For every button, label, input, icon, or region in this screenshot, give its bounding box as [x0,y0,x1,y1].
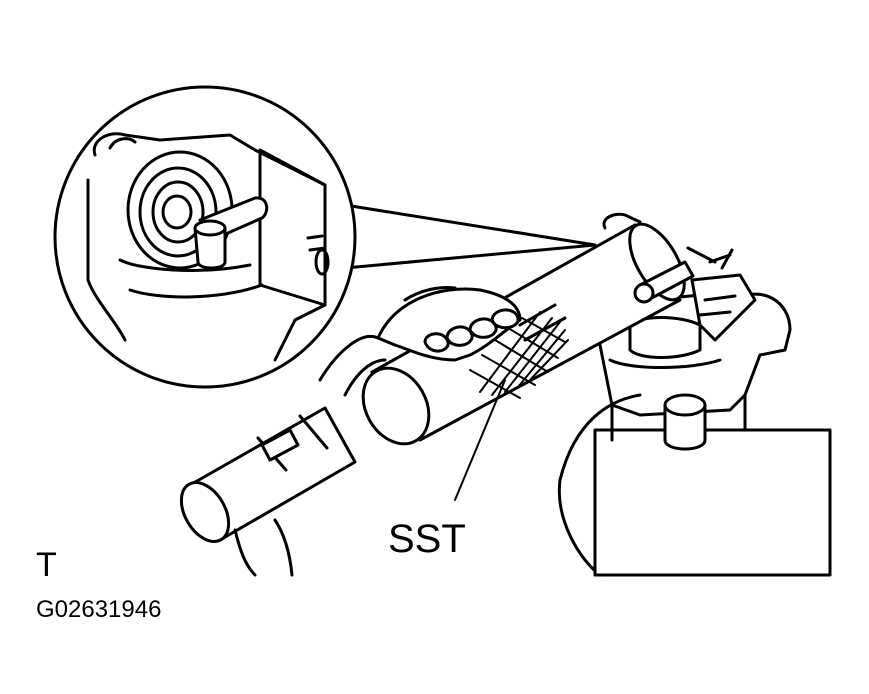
hand [318,286,522,397]
sst-leader-line [454,379,506,501]
cylinder-head-assembly [557,212,832,577]
valve-lifter [179,406,357,543]
sst-label: SST [388,517,466,561]
view-marker: T [36,546,57,584]
detail-callout [53,85,597,389]
knurled-grip [469,311,569,399]
figure-code: G02631946 [36,596,161,623]
sst-tool [361,222,695,446]
lower-hand [233,518,294,577]
